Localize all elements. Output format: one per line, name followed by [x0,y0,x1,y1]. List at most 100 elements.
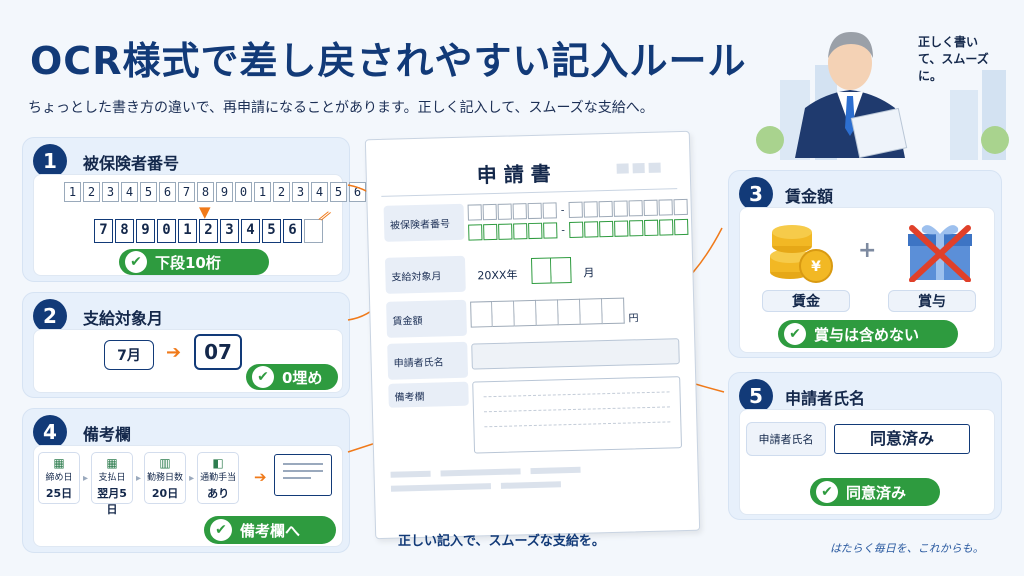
businessman-illustration [785,18,915,159]
section-number: 4 [33,415,67,449]
calendar-icon: ▦ [53,456,65,470]
remark-item-label: 勤務日数 [147,473,184,483]
digit-box: 9 [136,219,155,243]
digit-box: 5 [262,219,281,243]
section-title: 賃金額 [785,187,834,206]
check-icon: ✔ [125,251,147,273]
form-footer-marks [390,464,683,492]
grid-lower-right [568,218,689,239]
insured-number-boxes[interactable]: - - [467,198,689,241]
name-input[interactable] [471,338,680,370]
coin-icon: ¥ [766,222,834,290]
section-number: 2 [33,299,67,333]
month-input-boxes[interactable] [530,256,572,285]
document-icon [274,454,332,496]
remark-item-value: 翌月5日 [97,487,127,516]
wage-input-boxes[interactable] [470,297,625,328]
form-wage-unit: 円 [628,313,639,325]
background-city-illustration [750,60,1010,160]
digit-box: 8 [115,219,134,243]
section-title: 被保険者番号 [83,154,180,173]
form-header-marks [616,162,661,174]
digit-box: 2 [83,182,100,202]
speech-text: 正しく書いて、スムーズに。 [918,35,989,83]
remark-item-label: 締め日 [45,473,73,483]
digit-box: 6 [283,219,302,243]
digit-box: 4 [311,182,328,202]
form-label-month: 支給対象月 [384,255,466,294]
digit-box: 0 [157,219,176,243]
section-wage-amount: 3 賃金額 ¥ + 賃金 賞与 ✔ 賞与は含めない [728,170,1002,358]
svg-text:¥: ¥ [811,259,821,275]
gift-icon [904,216,976,286]
form-label-insured: 被保険者番号 [383,203,465,242]
section-number: 3 [739,177,773,211]
form-month-unit: 月 [583,266,595,280]
check-icon: ✔ [816,481,838,503]
digit-box: 2 [273,182,290,202]
grid-lower-left [468,222,558,241]
status-pill: ✔ 賞与は含めない [778,320,958,348]
application-form: 申 請 書 被保険者番号 - - 支給対象月 20XX年 月 賃金額 円 申請者… [364,130,701,540]
form-label-name: 申請者氏名 [387,341,469,380]
form-divider [381,188,678,197]
check-icon: ✔ [210,519,232,541]
digit-box: 6 [159,182,176,202]
remark-item: ◧通勤手当あり [197,452,240,504]
bonus-label: 賞与 [888,290,976,312]
status-pill: ✔ 備考欄へ [204,516,336,544]
section-title: 備考欄 [83,425,132,444]
digit-box: 5 [140,182,157,202]
remark-item-label: 通勤手当 [200,473,237,483]
section-applicant-name: 5 申請者氏名 申請者氏名 同意済み ✔ 同意済み [728,372,1002,520]
form-label-remarks: 備考欄 [388,381,469,408]
form-title: 申 請 書 [476,161,552,188]
digit-box: 7 [178,182,195,202]
separator-arrow-icon: ▸ [83,472,89,484]
remarks-input[interactable] [472,376,683,454]
name-field-value: 同意済み [834,424,970,454]
digit-box: 2 [199,219,218,243]
pill-label: 同意済み [846,483,907,502]
status-pill: ✔ 同意済み [810,478,940,506]
grid-upper-left [467,202,557,221]
calendar-icon: ▦ [106,456,118,470]
separator-arrow-icon: ▸ [136,472,142,484]
pill-label: 0埋め [282,368,323,387]
status-pill: ✔ 0埋め [246,364,338,390]
digit-box: 1 [178,219,197,243]
pill-label: 下段10桁 [155,253,221,272]
building-icon: ▥ [159,456,171,470]
section-target-month: 2 支給対象月 7月 ➔ 07 ✔ 0埋め [22,292,350,398]
arrow-right-icon: ➔ [254,468,267,486]
check-icon: ✔ [252,366,274,388]
digit-box: 3 [220,219,239,243]
digit-box: 1 [64,182,81,202]
digit-box: 7 [94,219,113,243]
empty-digit-box [304,219,323,243]
section-body: 申請者氏名 同意済み ✔ 同意済み [739,409,995,515]
footer-right-text: はたらく毎日を、これからも。 [830,542,984,555]
grid-upper-right [568,198,688,219]
month-after: 07 [194,334,242,370]
footer-center-text: 正しい記入で、スムーズな支給を。 [398,534,605,549]
plus-sign: + [858,238,877,263]
section-number: 1 [33,144,67,178]
digit-box: 4 [241,219,260,243]
digit-box: 3 [292,182,309,202]
separator-arrow-icon: ▸ [189,472,195,484]
pill-label: 備考欄へ [240,521,301,540]
section-title: 申請者氏名 [785,389,866,408]
form-label-wage: 賃金額 [386,299,467,338]
remark-item: ▦支払日翌月5日 [91,452,134,516]
digit-box: 1 [254,182,271,202]
status-pill: ✔ 下段10桁 [119,249,269,275]
name-field-label: 申請者氏名 [746,422,826,456]
